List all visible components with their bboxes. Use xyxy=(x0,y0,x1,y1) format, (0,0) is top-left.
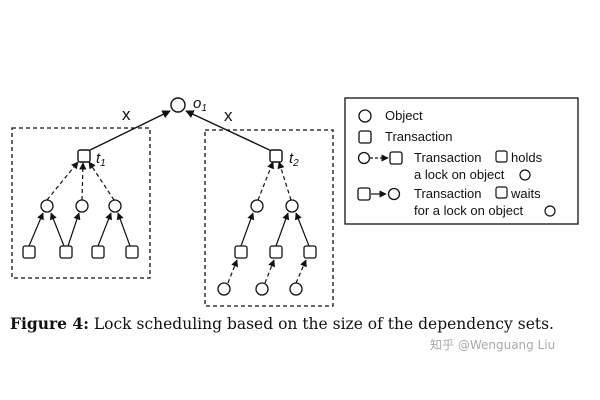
figure-caption-label: Figure 4: xyxy=(10,314,89,333)
right-transaction-node xyxy=(269,245,283,259)
right-object-node xyxy=(285,199,299,213)
t2-transaction-node xyxy=(269,149,283,163)
right-bottom-object-node xyxy=(255,282,269,296)
left-group-box xyxy=(11,127,151,279)
figure-caption: Figure 4: Lock scheduling based on the s… xyxy=(10,313,595,335)
root-object-node xyxy=(170,97,186,113)
edge-rb3-rt3 xyxy=(295,259,307,284)
right-transaction-node xyxy=(303,245,317,259)
right-bottom-object-node xyxy=(289,282,303,296)
edge-rt1-ro1 xyxy=(240,212,255,247)
t2-label: t2 xyxy=(289,150,299,169)
left-object-node xyxy=(75,199,89,213)
legend-waits-inline-transaction-icon xyxy=(495,186,508,199)
left-object-node xyxy=(40,199,54,213)
edge-lo3-t1 xyxy=(88,161,115,201)
edge-rt3-ro2 xyxy=(295,212,310,247)
edge-rb1-rt1 xyxy=(227,259,238,284)
left-transaction-node xyxy=(125,245,139,259)
edge-lo2-t1 xyxy=(79,162,87,201)
edge-lt1-lo1 xyxy=(28,212,44,247)
edge-t2-root xyxy=(185,110,277,154)
lock-scheduling-diagram: o1 x x t1 t2 Object Transaction Transact… xyxy=(11,95,579,307)
legend-holds-line1-end: holds xyxy=(511,150,543,165)
legend-waits-object-icon xyxy=(387,187,401,201)
right-bottom-object-node xyxy=(217,282,231,296)
legend-waits-inline-object-icon xyxy=(544,205,556,217)
t1-transaction-node xyxy=(77,149,91,163)
edge-label-right: x xyxy=(224,106,233,125)
edge-rb2-rt2 xyxy=(264,259,275,284)
edge-label-left: x xyxy=(122,105,131,124)
root-label: o1 xyxy=(193,95,207,114)
legend-object-icon xyxy=(358,109,372,123)
edge-lt2-lo2 xyxy=(67,212,81,247)
legend-waits-line2: for a lock on object xyxy=(414,203,524,218)
right-object-node xyxy=(250,199,264,213)
legend-holds-line2: a lock on object xyxy=(414,167,505,182)
legend-waits-line1: Transaction xyxy=(414,186,481,201)
legend-holds-transaction-icon xyxy=(389,151,403,165)
edge-t1-root xyxy=(83,110,171,154)
right-transaction-node xyxy=(234,245,248,259)
legend-holds-line1: Transaction xyxy=(414,150,481,165)
edge-lt4-lo3 xyxy=(116,212,131,247)
edge-ro2-t2 xyxy=(277,161,292,201)
legend-waits-line1-end: waits xyxy=(510,186,541,201)
edge-ro1-t2 xyxy=(257,161,274,201)
t1-label: t1 xyxy=(96,150,106,169)
edge-lt2-lo1 xyxy=(50,212,65,247)
left-transaction-node xyxy=(22,245,36,259)
legend-holds-object-icon xyxy=(357,151,371,165)
edge-lo1-t1 xyxy=(46,161,79,201)
legend-holds-inline-transaction-icon xyxy=(495,150,508,163)
edge-rt2-ro2 xyxy=(275,212,290,247)
legend-transaction-icon xyxy=(358,130,372,144)
right-group-box xyxy=(204,129,334,307)
left-object-node xyxy=(108,199,122,213)
watermark: 知乎 @Wenguang Liu xyxy=(430,338,556,352)
legend-transaction-label: Transaction xyxy=(385,129,452,144)
left-transaction-node xyxy=(91,245,105,259)
left-transaction-node xyxy=(59,245,73,259)
figure-caption-text: Lock scheduling based on the size of the… xyxy=(93,315,554,333)
edge-lt3-lo3 xyxy=(97,212,112,247)
legend-waits-transaction-icon xyxy=(357,187,371,201)
legend-object-label: Object xyxy=(385,108,423,123)
legend-holds-inline-object-icon xyxy=(519,169,531,181)
